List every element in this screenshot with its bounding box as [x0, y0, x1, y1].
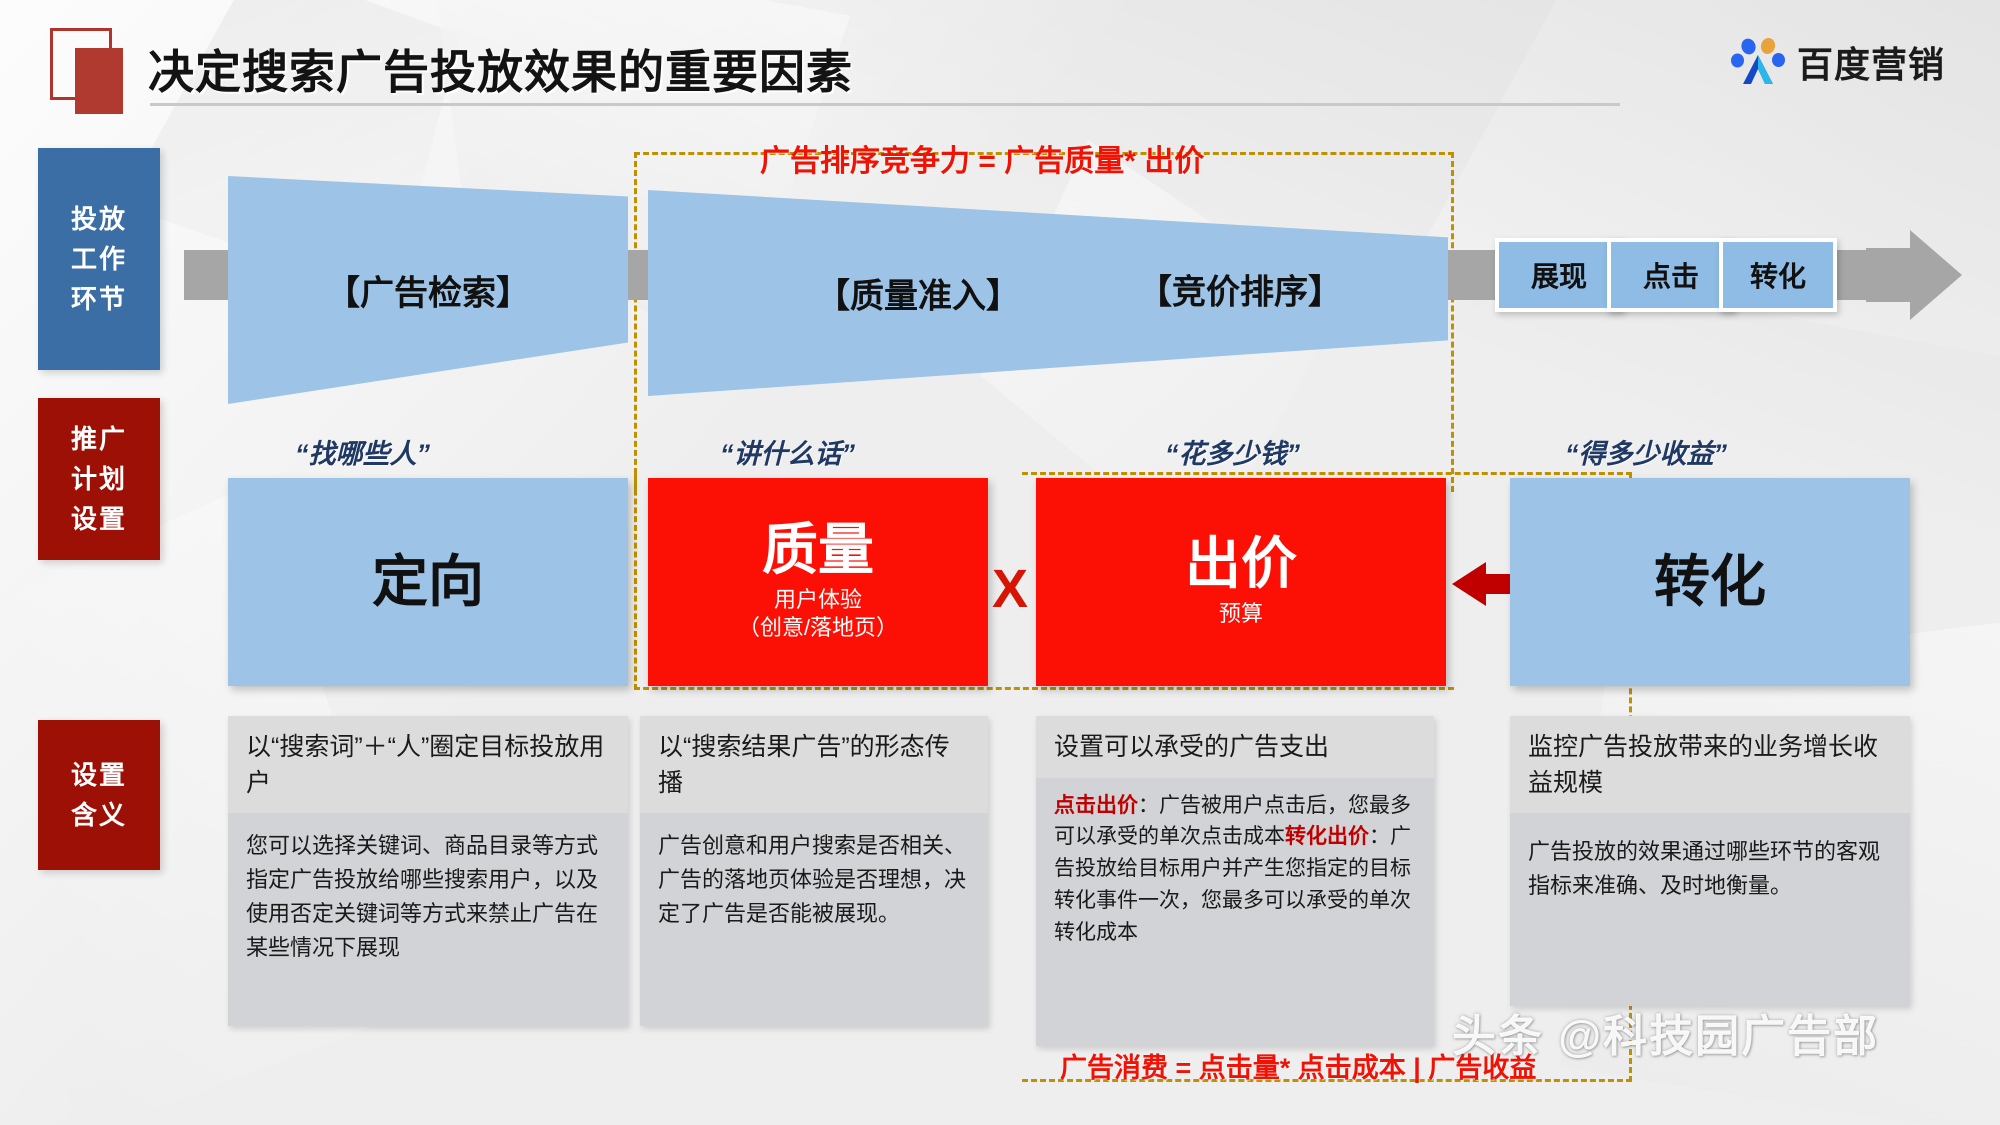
funnel-stage-2a-label: 【质量准入】 — [816, 277, 1020, 316]
card-3-subtitle-1: 预算 — [1218, 601, 1263, 627]
description-panel-conversion: 监控广告投放带来的业务增长收益规模 广告投放的效果通过哪些环节的客观指标来准确、… — [1510, 716, 1910, 1006]
metric-box-conversion[interactable]: 转化 — [1719, 238, 1837, 312]
rail-item-promotion-plan-settings[interactable]: 推广 计划 设置 — [38, 398, 160, 560]
rail-3-line-1: 设置 — [70, 759, 127, 790]
rail-item-delivery-workflow[interactable]: 投放 工作 环节 — [38, 148, 160, 370]
card-bid[interactable]: 出价 预算 — [1036, 478, 1446, 686]
desc-2-head: 以“搜索结果广告”的形态传播 — [640, 716, 988, 813]
desc-4-body: 广告投放的效果通过哪些环节的客观指标来准确、及时地衡量。 — [1528, 839, 1881, 898]
arrow-left-conversion-to-bid-icon — [1452, 560, 1552, 608]
card-quality[interactable]: 质量 用户体验 （创意/落地页） — [648, 478, 988, 686]
description-panel-targeting: 以“搜索词”＋“人”圈定目标投放用户 您可以选择关键词、商品目录等方式指定广告投… — [228, 716, 628, 1026]
rail-1-line-1: 投放 — [70, 203, 127, 234]
desc-3-text-click-bid: ：广告被用户点击后，您最多可以承受的单次点击成本 — [1054, 793, 1411, 849]
quote-label-what-to-say: “讲什么话” — [720, 439, 855, 469]
metric-box-click[interactable]: 点击 — [1607, 238, 1735, 312]
multiply-symbol: X — [992, 559, 1029, 619]
quote-label-how-much-return: “得多少收益” — [1565, 439, 1727, 469]
desc-2-body: 广告创意和用户搜索是否相关、广告的落地页体验是否理想，决定了广告是否能被展现。 — [658, 833, 967, 926]
card-2-title: 质量 — [762, 518, 874, 581]
desc-1-body: 您可以选择关键词、商品目录等方式指定广告投放给哪些搜索用户，以及使用否定关键词等… — [246, 833, 599, 960]
metric-box-impression[interactable]: 展现 — [1495, 238, 1623, 312]
desc-3-body: 点击出价：广告被用户点击后，您最多可以承受的单次点击成本转化出价：广告投放给目标… — [1036, 778, 1434, 968]
card-3-title: 出价 — [1185, 532, 1297, 596]
desc-3-head: 设置可以承受的广告支出 — [1036, 716, 1434, 778]
card-conversion[interactable]: 转化 — [1510, 478, 1910, 686]
title-underline-rule — [150, 103, 1620, 106]
desc-3-label-click-bid: 点击出价 — [1054, 793, 1138, 817]
card-1-title: 定向 — [372, 549, 484, 613]
desc-3-text-conversion-bid: ：广告投放给目标用户并产生您指定的目标转化事件一次，您最多可以承受的单次转化成本 — [1054, 825, 1411, 945]
baidu-marketing-logo: 百度营销 — [1730, 36, 1945, 88]
slide-header: 决定搜索广告投放效果的重要因素 百度营销 — [0, 0, 2000, 128]
rail-2-line-1: 推广 — [70, 423, 127, 454]
funnel-stage-quality-and-auction[interactable]: 【质量准入】 【竞价排序】 — [648, 190, 1448, 396]
quote-label-how-much-to-spend: “花多少钱” — [1165, 439, 1300, 469]
description-panel-bid: 设置可以承受的广告支出 点击出价：广告被用户点击后，您最多可以承受的单次点击成本… — [1036, 716, 1434, 1046]
connector-bar-left — [184, 250, 232, 300]
header-square-solid-decoration — [75, 48, 123, 114]
card-targeting[interactable]: 定向 — [228, 478, 628, 686]
funnel-stage-2b-label: 【竞价排序】 — [1138, 273, 1342, 312]
rail-3-line-2: 含义 — [70, 800, 127, 830]
desc-1-head: 以“搜索词”＋“人”圈定目标投放用户 — [228, 716, 628, 813]
logo-wordmark: 百度营销 — [1796, 44, 1945, 85]
baidu-bear-paw-icon — [1730, 37, 1785, 87]
rail-1-line-3: 环节 — [70, 284, 127, 315]
rail-item-setting-meaning[interactable]: 设置 含义 — [38, 720, 160, 870]
description-panel-quality: 以“搜索结果广告”的形态传播 广告创意和用户搜索是否相关、广告的落地页体验是否理… — [640, 716, 988, 1026]
card-4-title: 转化 — [1654, 549, 1766, 613]
ad-spend-formula: 广告消费 = 点击量* 点击成本 | 广告收益 — [1060, 1053, 1537, 1083]
connector-bar-after-funnel — [1440, 250, 1500, 300]
ad-ranking-formula: 广告排序竞争力 = 广告质量* 出价 — [760, 145, 1205, 178]
desc-4-head: 监控广告投放带来的业务增长收益规模 — [1510, 716, 1910, 813]
rail-2-line-2: 计划 — [70, 463, 127, 494]
dashed-group-quality-bid-mid — [634, 472, 1454, 690]
funnel-row: 【广告检索】 【质量准入】 【竞价排序】 展现 点击 转化 — [0, 176, 2000, 418]
dashed-group-quality-bid-top — [634, 152, 1454, 492]
page-title: 决定搜索广告投放效果的重要因素 — [148, 46, 853, 98]
card-2-subtitle-2: （创意/落地页） — [737, 615, 899, 641]
rail-2-line-3: 设置 — [70, 504, 127, 535]
rail-1-line-2: 工作 — [70, 243, 127, 274]
funnel-stage-ad-retrieval[interactable]: 【广告检索】 — [228, 176, 628, 404]
flow-arrow-right-icon — [1866, 230, 1962, 320]
card-2-subtitle-1: 用户体验 — [773, 586, 862, 612]
funnel-stage-1-label: 【广告检索】 — [326, 274, 530, 313]
desc-3-label-conversion-bid: 转化出价 — [1285, 825, 1369, 849]
quote-label-who: “找哪些人” — [295, 439, 430, 469]
